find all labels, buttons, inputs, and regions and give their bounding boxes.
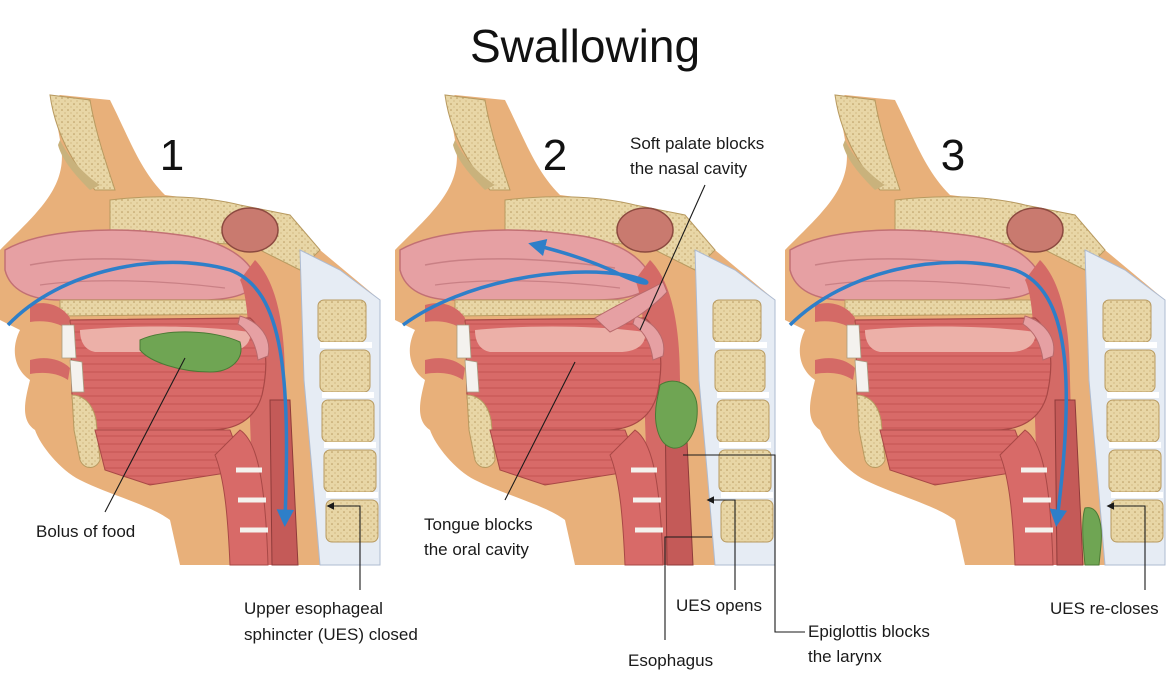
soft-palate-label-line2: the nasal cavity bbox=[630, 159, 748, 178]
tongue-label-line1: Tongue blocks bbox=[424, 515, 533, 534]
bolus-leader-line bbox=[104, 357, 186, 513]
soft-palate-leader-line bbox=[639, 184, 706, 331]
epiglottis-label-line1: Epiglottis blocks bbox=[808, 622, 930, 641]
ues-opens-label: UES opens bbox=[676, 596, 762, 615]
soft-palate-label-line1: Soft palate blocks bbox=[630, 134, 764, 153]
stage-2-panel: 2 bbox=[395, 95, 775, 565]
ues-closed-label-line1: Upper esophageal bbox=[244, 599, 383, 618]
ues-recloses-leader-line bbox=[1106, 502, 1146, 590]
ues-opens-leader-line bbox=[706, 496, 736, 590]
stage-3-labels: UES re-closes bbox=[1050, 502, 1159, 618]
ues-closed-leader-line bbox=[326, 502, 361, 590]
ues-closed-label-line2: sphincter (UES) closed bbox=[244, 625, 418, 644]
stage-number-3: 3 bbox=[941, 131, 965, 180]
airflow-arrow bbox=[401, 239, 649, 327]
stage-number-2: 2 bbox=[543, 131, 567, 180]
esophagus-label: Esophagus bbox=[628, 651, 713, 670]
stage-2-labels: Soft palate blocks the nasal cavity Tong… bbox=[424, 134, 930, 670]
stage-number-1: 1 bbox=[160, 131, 184, 180]
epiglottis-leader-line bbox=[683, 454, 805, 633]
diagram-title: Swallowing bbox=[470, 20, 700, 72]
epiglottis-label-line2: the larynx bbox=[808, 647, 882, 666]
bolus-label: Bolus of food bbox=[36, 522, 135, 541]
ues-recloses-label: UES re-closes bbox=[1050, 599, 1159, 618]
bolus bbox=[1082, 507, 1102, 566]
tongue-leader-line bbox=[504, 361, 576, 501]
stage-3-panel: 3 bbox=[785, 95, 1165, 565]
airflow-arrow bbox=[788, 260, 1069, 527]
tongue-label-line2: the oral cavity bbox=[424, 540, 529, 559]
soft-palate-raised bbox=[594, 281, 668, 333]
bolus bbox=[655, 380, 698, 449]
stage-1-panel: 1 Bolus of food Upper esophageal sphinct… bbox=[0, 95, 418, 644]
bolus bbox=[139, 331, 242, 373]
airflow-arrow bbox=[6, 260, 295, 527]
esophagus-leader-line bbox=[664, 536, 712, 640]
